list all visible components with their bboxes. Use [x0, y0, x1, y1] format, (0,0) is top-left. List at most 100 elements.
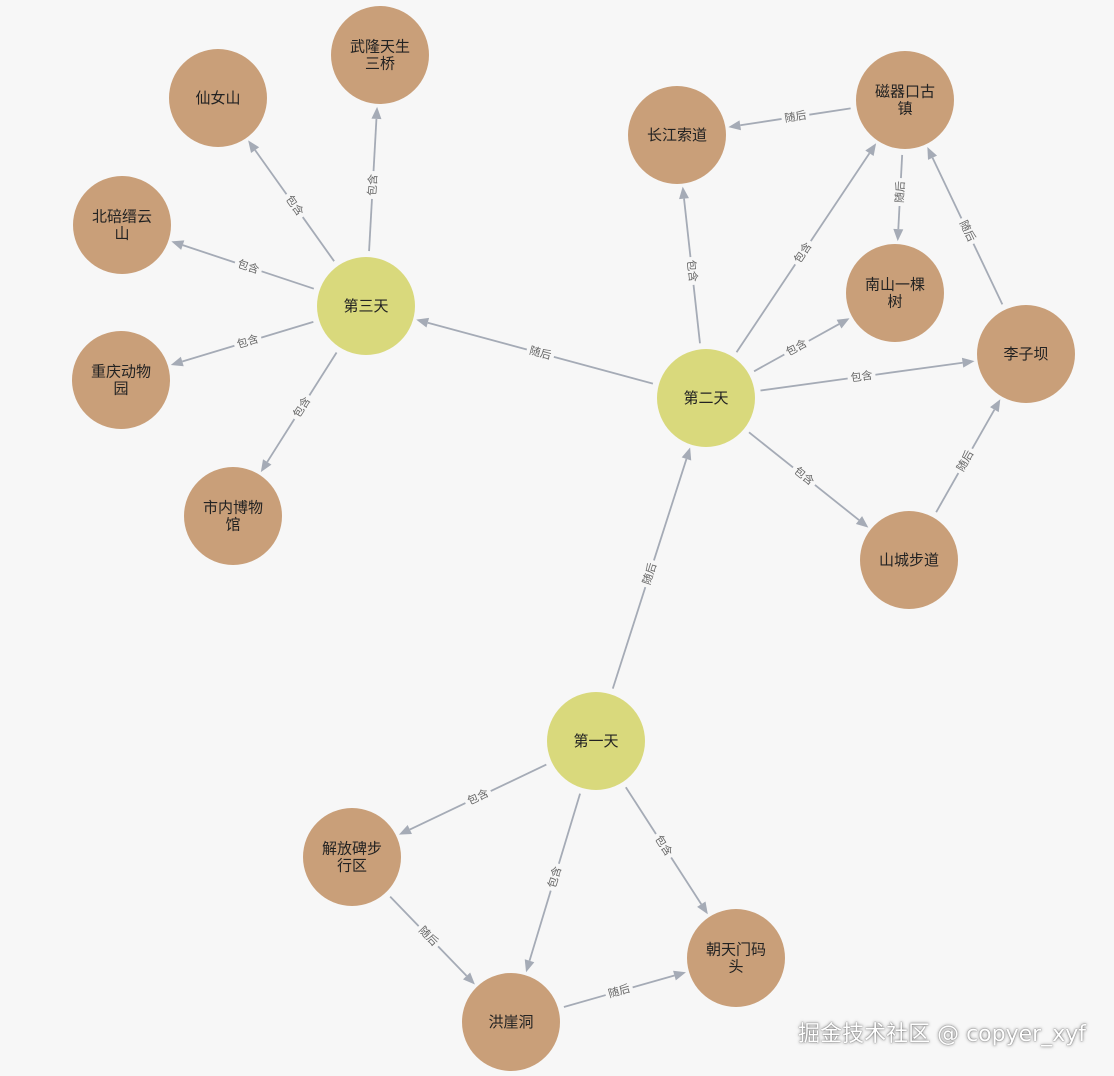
spot-node-circle[interactable]: [846, 244, 944, 342]
node-hongyadong[interactable]: 洪崖洞: [462, 973, 560, 1071]
arrow-head-icon: [170, 356, 184, 367]
day-node-circle[interactable]: [657, 349, 755, 447]
edge-day3-museum[interactable]: 包含: [260, 351, 338, 473]
edge-line: [753, 353, 785, 373]
arrow-head-icon: [371, 106, 382, 120]
edge-line: [261, 270, 315, 290]
node-label: 李子坝: [1003, 345, 1048, 363]
edge-line: [625, 786, 657, 835]
edge-day2-cableway[interactable]: 包含: [679, 186, 701, 344]
node-label: 长江索道: [647, 126, 707, 144]
spot-node-circle[interactable]: [628, 86, 726, 184]
spot-node-circle[interactable]: [687, 909, 785, 1007]
node-label: 重庆动物: [91, 363, 151, 381]
edge-day2-liziba[interactable]: 包含: [760, 357, 975, 392]
node-label: 行区: [337, 857, 367, 875]
edge-line: [308, 351, 338, 396]
day-node-circle[interactable]: [547, 692, 645, 790]
node-label: 解放碑步: [322, 840, 382, 858]
edge-day2-day3[interactable]: 随后: [416, 317, 654, 385]
node-day3[interactable]: 第三天: [317, 257, 415, 355]
node-label: 山: [114, 225, 129, 243]
spot-node-circle[interactable]: [73, 176, 171, 274]
node-cableway[interactable]: 长江索道: [628, 86, 726, 184]
edge-label: 包含: [236, 256, 261, 276]
node-label: 头: [728, 958, 743, 976]
spot-node-circle[interactable]: [860, 511, 958, 609]
edge-shancheng-liziba[interactable]: 随后: [935, 399, 1001, 513]
edge-day1-hongyadong[interactable]: 包含: [524, 793, 581, 973]
edge-day2-nanshan[interactable]: 包含: [753, 318, 850, 373]
edge-day1-jiefangbei[interactable]: 包含: [398, 763, 547, 835]
spot-node-circle[interactable]: [331, 6, 429, 104]
edge-label: 随后: [607, 981, 632, 1000]
node-xiannv[interactable]: 仙女山: [169, 49, 267, 147]
arrow-head-icon: [171, 240, 185, 250]
node-day1[interactable]: 第一天: [547, 692, 645, 790]
node-label: 武隆天生: [350, 38, 410, 56]
spot-node-circle[interactable]: [169, 49, 267, 147]
edge-day1-day2[interactable]: 随后: [611, 447, 692, 689]
edge-line: [972, 243, 1004, 305]
edge-day3-wulong[interactable]: 包含: [365, 106, 382, 252]
arrow-head-icon: [855, 516, 869, 528]
edge-label: 包含: [544, 864, 564, 889]
node-day2[interactable]: 第二天: [657, 349, 755, 447]
node-label: 第二天: [683, 389, 728, 407]
spot-node-circle[interactable]: [462, 973, 560, 1071]
edge-ciqikou-cableway[interactable]: 随后: [728, 107, 851, 131]
node-label: 市内博物: [203, 499, 263, 517]
edge-line: [557, 793, 581, 865]
edge-day3-xiannv[interactable]: 包含: [248, 140, 335, 262]
edge-label: 随后: [783, 108, 807, 125]
edge-ciqikou-nanshan[interactable]: 随后: [892, 154, 907, 242]
spot-node-circle[interactable]: [303, 808, 401, 906]
edge-line: [809, 107, 851, 116]
arrow-head-icon: [679, 186, 689, 200]
edge-label: 包含: [283, 192, 307, 218]
edge-line: [182, 344, 235, 363]
node-liziba[interactable]: 李子坝: [977, 305, 1075, 403]
edge-label: 随后: [416, 923, 441, 949]
edge-day2-shancheng[interactable]: 包含: [748, 431, 869, 528]
edge-line: [528, 890, 552, 962]
edge-day1-chaotianmen[interactable]: 包含: [625, 786, 708, 915]
edge-line: [260, 321, 314, 339]
spot-node-circle[interactable]: [856, 51, 954, 149]
edge-day3-jinyun[interactable]: 包含: [171, 240, 315, 290]
arrow-head-icon: [961, 357, 975, 368]
node-label: 馆: [225, 516, 240, 534]
edge-line: [427, 321, 528, 351]
spot-node-circle[interactable]: [977, 305, 1075, 403]
edge-line: [368, 198, 373, 252]
edge-line: [670, 856, 703, 905]
edge-line: [409, 802, 466, 831]
arrow-head-icon: [927, 146, 938, 160]
spot-node-circle[interactable]: [184, 467, 282, 565]
edge-label: 包含: [465, 786, 491, 808]
node-label: 第一天: [573, 732, 618, 750]
edge-day3-zoo[interactable]: 包含: [170, 321, 314, 367]
edge-line: [632, 974, 675, 989]
edge-jiefangbei-hongyadong[interactable]: 随后: [389, 895, 475, 985]
edge-label: 包含: [365, 174, 380, 197]
arrow-head-icon: [398, 825, 412, 835]
edge-line: [814, 484, 860, 521]
spot-node-circle[interactable]: [72, 331, 170, 429]
node-shancheng[interactable]: 山城步道: [860, 511, 958, 609]
node-label: 三桥: [365, 55, 395, 73]
edge-hongyadong-chaotianmen[interactable]: 随后: [563, 970, 686, 1008]
edge-line: [254, 149, 288, 195]
day-node-circle[interactable]: [317, 257, 415, 355]
node-label: 洪崖洞: [488, 1013, 533, 1031]
